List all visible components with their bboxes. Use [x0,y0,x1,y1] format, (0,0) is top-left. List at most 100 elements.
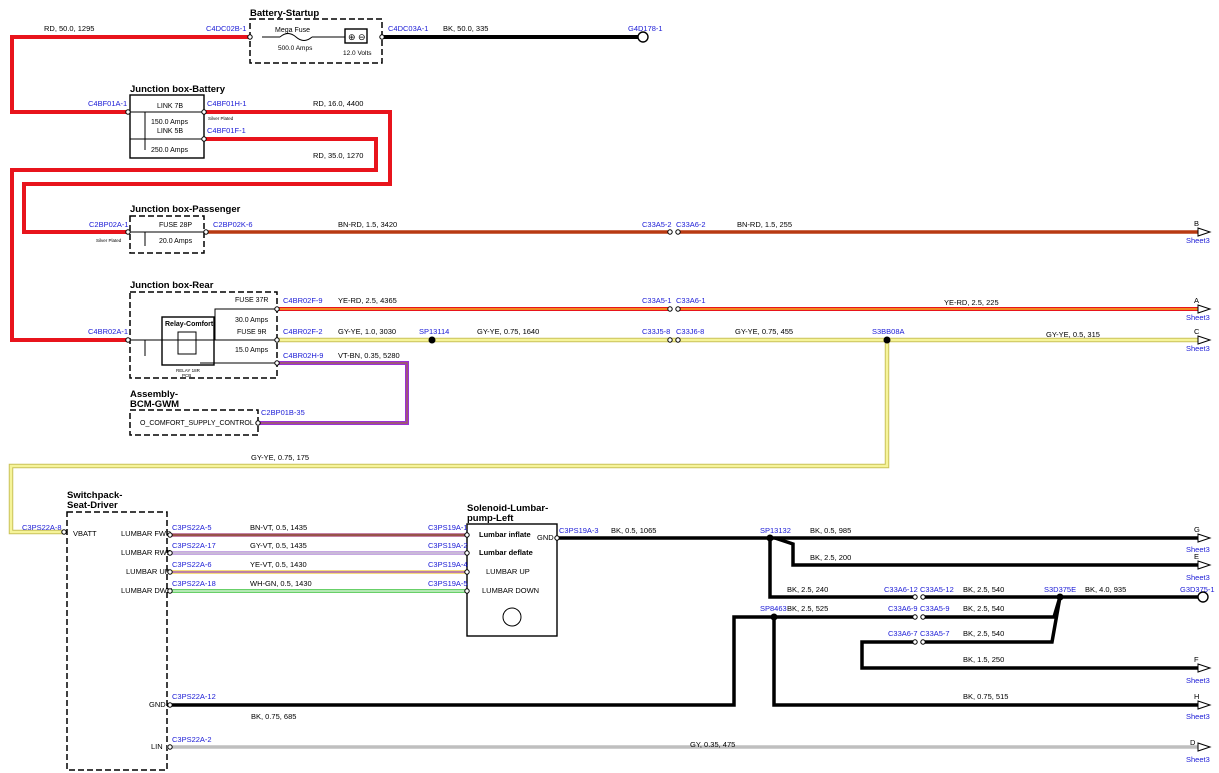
link-5b-rating: 250.0 Amps [151,147,188,154]
wire-bk-240 [768,538,915,599]
offpage-sheet[interactable]: Sheet3 [1186,236,1210,245]
wire-label: BK, 4.0, 935 [1085,585,1126,594]
offpage-sheet[interactable]: Sheet3 [1186,313,1210,322]
wire-label: BK, 0.5, 985 [810,526,851,535]
conn-label: SP8463 [760,604,787,613]
offpage-arrow-icon[interactable] [1197,533,1212,543]
offpage-sheet[interactable]: Sheet3 [1186,545,1210,554]
offpage-sheet[interactable]: Sheet3 [1186,344,1210,353]
wire-vt-bni [260,362,408,424]
offpage-arrow-icon[interactable] [1197,700,1212,710]
conn-label: C3PS19A-2 [428,541,468,550]
offpage-arrow-icon[interactable] [1197,227,1212,237]
jb-rear-title: Junction box-Rear [130,280,214,291]
conn-label: C33A5-9 [920,604,950,613]
offpage-letter: A [1194,296,1199,305]
solenoid-title-2: pump-Left [467,513,514,524]
pin-vbatt: VBATT [73,529,97,538]
wire-label: RD, 35.0, 1270 [313,151,363,160]
wire-gy-ye-downi [9,340,889,534]
wire-label: GY-YE, 0.75, 1640 [477,327,539,336]
offpage-arrow-icon[interactable] [1197,663,1212,673]
ground-g3d375-icon [1197,591,1209,603]
wire-label: WH-GN, 0.5, 1430 [250,579,312,588]
conn-label: C4BF01A-1 [88,99,127,108]
wire-label: BN-RD, 1.5, 255 [737,220,792,229]
wire-label: BK, 2.5, 525 [787,604,828,613]
wire-gy-ye-down [8,340,890,535]
offpage-connectors[interactable]: B Sheet3 A Sheet3 C Sheet3 G Sheet3 E Sh… [1186,219,1212,764]
conn-label: C3PS22A-17 [172,541,216,550]
splice-sp8463 [770,613,778,621]
battery-startup-title: Battery-Startup [250,8,319,19]
wire-label: BK, 2.5, 540 [963,629,1004,638]
offpage-sheet[interactable]: Sheet3 [1186,573,1210,582]
jb-passenger-title: Junction box-Passenger [130,204,241,215]
mega-fuse-rating: 500.0 Amps [278,45,313,52]
conn-label: SP13114 [419,327,449,336]
mode-down: LUMBAR DOWN [482,586,539,595]
conn-label: S3BB08A [872,327,905,336]
switchpack-seat-driver: Switchpack- Seat-Driver VBATT LUMBAR FWD… [66,490,185,771]
offpage-letter: E [1194,552,1199,561]
conn-label: C3PS19A-5 [428,579,468,588]
wire-label: BK, 0.5, 1065 [611,526,656,535]
pin-lumbar-dwn: LUMBAR DWN [121,586,172,595]
conn-label: G3D375-1 [1180,585,1215,594]
conn-label: C3PS19A-4 [428,560,468,569]
wire-label: GY-VT, 0.5, 1435 [250,541,307,550]
wire-label: BK, 2.5, 240 [787,585,828,594]
link-7b-name: LINK 7B [157,103,183,110]
wire-label: YE-VT, 0.5, 1430 [250,560,307,569]
wire-label: GY-YE, 1.0, 3030 [338,327,396,336]
wire-label: YE-RD, 2.5, 4365 [338,296,397,305]
fuse-28p-name: FUSE 28P [159,222,192,229]
fuse-28p-rating: 20.0 Amps [159,238,193,245]
wire-label: GY-YE, 0.5, 315 [1046,330,1100,339]
offpage-arrow-icon[interactable] [1197,304,1212,314]
wire-label: BK, 50.0, 335 [443,24,488,33]
offpage-sheet[interactable]: Sheet3 [1186,712,1210,721]
offpage-sheet[interactable]: Sheet3 [1186,676,1210,685]
conn-label: C33A5-7 [920,629,950,638]
offpage-arrow-icon[interactable] [1197,742,1212,752]
wire-label: BK, 2.5, 200 [810,553,851,562]
wire-bk-e [774,536,1198,567]
conn-label: C4BF01H-1 [207,99,247,108]
conn-label: C3PS19A-3 [559,526,599,535]
conn-label: S3D375E [1044,585,1076,594]
junction-box-passenger: Junction box-Passenger FUSE 28P 20.0 Amp… [96,204,241,254]
conn-label: C3PS22A-12 [172,692,216,701]
conn-label: C3PS22A-18 [172,579,216,588]
conn-label: G4D178-1 [628,24,663,33]
offpage-arrow-icon[interactable] [1197,335,1212,345]
inline-connectors [61,34,926,750]
solenoid-lumbar-pump-left: Solenoid-Lumbar- pump-Left Lumbar inflat… [466,503,558,637]
wire-label: VT-BN, 0.35, 5280 [338,351,400,360]
motor-icon [502,607,522,627]
battery-startup: Battery-Startup Mega Fuse 500.0 Amps ⊕ ⊖… [249,8,383,64]
conn-label: C4BR02F-9 [283,296,323,305]
wire-label: BK, 0.75, 685 [251,712,296,721]
solenoid-title-1: Solenoid-Lumbar- [467,503,548,514]
junction-box-battery: Junction box-Battery LINK 7B 150.0 Amps … [129,84,234,159]
conn-label: C4BR02A-1 [88,327,128,336]
offpage-sheet[interactable]: Sheet3 [1186,755,1210,764]
conn-label: C33A5-2 [642,220,672,229]
offpage-arrow-icon[interactable] [1197,560,1212,570]
wire-label: GY-YE, 0.75, 175 [251,453,309,462]
conn-label: C2BP01B-35 [261,408,305,417]
conn-label: C3PS22A-6 [172,560,212,569]
offpage-letter: F [1194,655,1199,664]
conn-label: C33A5-12 [920,585,954,594]
wire-labels: RD, 50.0, 1295 BK, 50.0, 335 RD, 16.0, 4… [44,24,1126,749]
conn-label: C3PS22A-2 [172,735,212,744]
solenoid-gnd: GND [537,533,554,542]
conn-label: C33J5-8 [642,327,670,336]
wire-label: BK, 0.75, 515 [963,692,1008,701]
wire-label: BK, 1.5, 250 [963,655,1004,664]
wire-bk-main-gnd [185,615,915,707]
wire-label: GY, 0.35, 475 [690,740,735,749]
conn-label: C33A5-1 [642,296,672,305]
